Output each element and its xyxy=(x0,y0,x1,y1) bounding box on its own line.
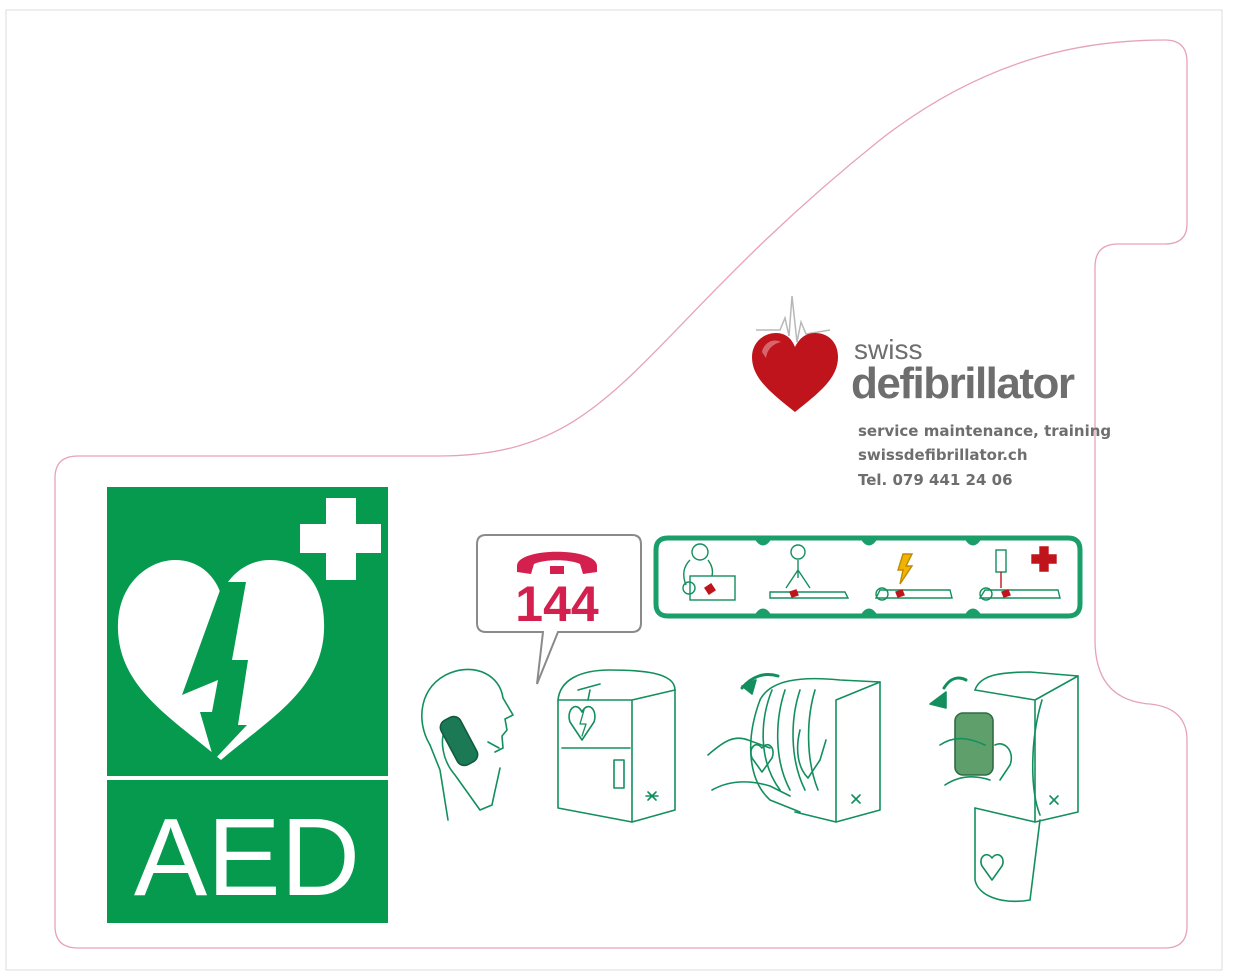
plus-icon xyxy=(300,498,381,580)
shock-icon xyxy=(874,553,953,601)
page-frame xyxy=(5,9,1223,971)
check-response-icon xyxy=(682,543,736,601)
heart-bolt-icon xyxy=(117,560,325,760)
telephone-base xyxy=(550,566,564,574)
strip-join-3 xyxy=(964,536,982,618)
aed-label: AED xyxy=(134,796,360,919)
info-line-website: swissdefibrillator.ch xyxy=(858,446,1028,464)
info-line-phone: Tel. 079 441 24 06 xyxy=(858,471,1013,489)
ecg-line-icon xyxy=(756,295,831,343)
aed-cabinet-icon xyxy=(557,669,676,823)
open-door-icon xyxy=(707,673,881,823)
sticker-outline xyxy=(54,39,1188,949)
info-line-services: service maintenance, training xyxy=(858,422,1111,440)
procedure-strip xyxy=(653,535,1083,619)
strip-join-2 xyxy=(860,536,878,618)
heart-icon xyxy=(752,333,838,412)
emergency-number: 144 xyxy=(515,576,599,632)
heart-highlight xyxy=(762,340,781,358)
brand-large: defibrillator xyxy=(851,359,1075,408)
cpr-icon xyxy=(769,544,850,599)
telephone-icon xyxy=(517,551,597,574)
remove-aed-icon xyxy=(929,671,1079,903)
aed-sign: AED xyxy=(107,487,388,923)
first-aid-icon xyxy=(978,546,1061,601)
brand-small: swiss xyxy=(854,334,922,365)
procedure-strip-frame xyxy=(653,535,1083,619)
brand-logo: swiss defibrillator service maintenance,… xyxy=(752,295,1111,489)
phone-call-icon xyxy=(421,668,514,821)
strip-join-1 xyxy=(754,536,772,618)
emergency-call-bubble: 144 xyxy=(476,534,642,685)
